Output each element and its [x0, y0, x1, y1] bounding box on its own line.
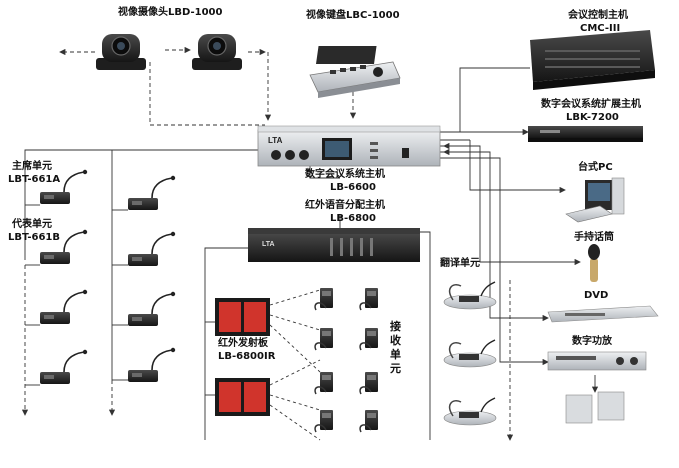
beam-2	[269, 314, 321, 331]
ir-emitter-2	[215, 378, 270, 416]
expansion-name: 数字会议系统扩展主机	[541, 99, 641, 110]
amplifier-name: 数字功放	[572, 336, 612, 347]
receiver-5	[314, 371, 334, 395]
conf-control-name: 会议控制主机	[568, 10, 628, 21]
keyboard-name: 视像键盘	[306, 10, 346, 21]
ir-emitter-1	[215, 298, 270, 336]
camera-name: 视像摄像头	[118, 7, 168, 18]
pc-name: 台式PC	[578, 162, 613, 173]
keyboard-label: 视像键盘LBC-1000	[306, 10, 400, 22]
conf-control-device	[530, 30, 655, 90]
main-unit-brand: LTA	[268, 136, 283, 145]
speaker-pair	[565, 391, 625, 424]
left-trunk	[24, 149, 265, 260]
chairman-model: LBT-661A	[8, 174, 61, 185]
ir-distributor-device	[248, 228, 420, 262]
beam-1	[269, 289, 321, 306]
control-link	[440, 67, 530, 133]
receiver-name: 接收单元	[390, 320, 401, 375]
delegate-mic-7	[127, 346, 176, 383]
main-unit-model: LB-6600	[330, 182, 376, 193]
translator-3	[443, 397, 497, 426]
ir-distributor-name: 红外语音分配主机	[305, 200, 385, 211]
receiver-1	[314, 287, 334, 311]
ir-distributor-brand: LTA	[262, 241, 275, 248]
delegate-mic-4	[127, 175, 176, 211]
delegate-name: 代表单元	[12, 219, 52, 230]
beam-6	[269, 404, 321, 441]
dvd-link	[440, 151, 549, 322]
translator-2	[443, 339, 497, 368]
amp-link	[440, 157, 549, 366]
expansion-device	[528, 126, 643, 142]
receiver-7	[314, 409, 334, 433]
emitter-trunk	[204, 247, 248, 440]
pc-device	[565, 177, 625, 223]
beam-5	[269, 394, 321, 411]
camera-device-1	[96, 34, 146, 70]
delegate-mic-5	[127, 231, 176, 267]
pc-link	[469, 140, 566, 194]
expansion-model: LBK-7200	[566, 112, 619, 123]
translator-name: 翻译单元	[440, 258, 480, 269]
main-unit-device	[257, 125, 441, 167]
chairman-name: 主席单元	[12, 161, 52, 172]
conf-control-model: CMC-III	[580, 23, 621, 34]
receiver-2	[359, 287, 379, 311]
camera-device-2	[192, 34, 242, 70]
mic-link	[440, 145, 581, 266]
translator-1	[443, 281, 497, 310]
ir-emitter-name: 红外发射板	[218, 338, 268, 349]
amplifier-device	[547, 351, 647, 371]
dvd-device	[547, 305, 659, 323]
ir-emitter-model: LB-6800IR	[218, 351, 276, 362]
receiver-3	[314, 327, 334, 351]
delegate-mic-6	[127, 290, 176, 327]
dvd-name: DVD	[584, 290, 609, 301]
beam-4	[269, 359, 321, 386]
host-to-ir	[309, 165, 340, 179]
receiver-6	[359, 371, 379, 395]
delegate-mic-2	[39, 288, 88, 325]
handheld-mic-device	[588, 244, 600, 282]
ir-distributor-model: LB-6800	[330, 213, 376, 224]
delegate-model: LBT-661B	[8, 232, 60, 243]
camera-label: 视像摄像头LBD-1000	[118, 7, 222, 19]
connection-lines	[21, 46, 599, 441]
keyboard-model: LBC-1000	[346, 10, 400, 21]
receiver-4	[359, 327, 379, 351]
delegate-mic-3	[39, 348, 88, 385]
camera-model: LBD-1000	[168, 7, 223, 18]
beam-3	[269, 324, 321, 373]
keyboard-device	[309, 46, 401, 98]
translator-trunk	[420, 231, 431, 440]
handheld-mic-name: 手持话筒	[574, 232, 614, 243]
main-unit-name: 数字会议系统主机	[305, 169, 385, 180]
receiver-8	[359, 409, 379, 433]
